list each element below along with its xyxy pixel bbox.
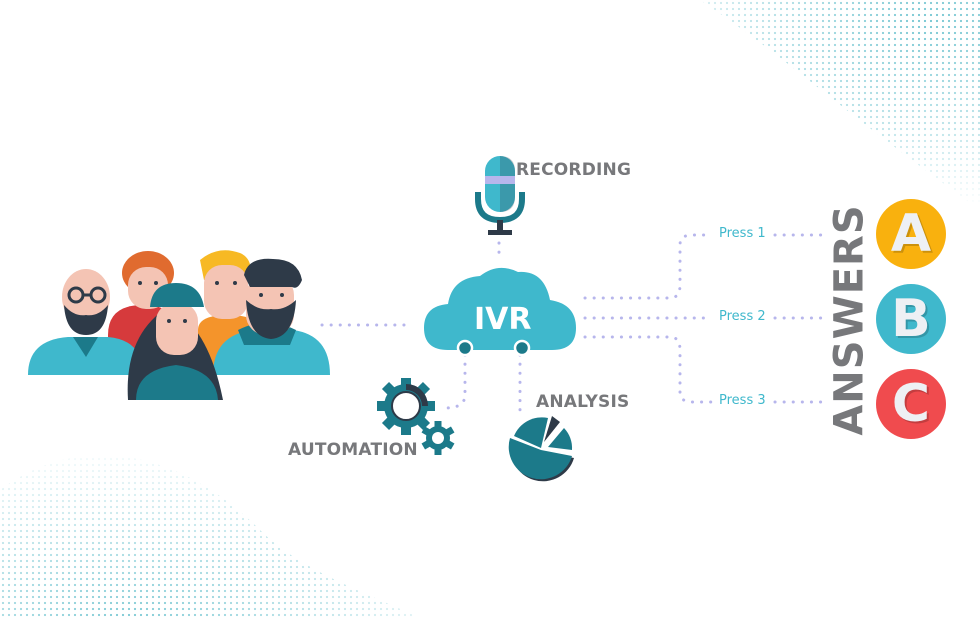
dotted-wave-background-bottom-left [0,455,420,618]
gears-icon [377,378,455,455]
ivr-cloud-icon [424,267,576,357]
pie-chart-icon [508,416,574,482]
answer-b-badge: B [876,284,946,354]
dotted-wave-background-top-right [700,0,980,210]
option-press-2: Press 2 [719,309,766,324]
automation-label: AUTOMATION [288,440,418,460]
option-press-1: Press 1 [719,226,766,241]
microphone-icon [475,156,525,235]
answer-a-letter: A [890,204,932,264]
analysis-label: ANALYSIS [536,392,630,412]
answer-c-badge: C [876,369,946,439]
recording-label: RECORDING [516,160,632,180]
answer-b-letter: B [891,289,931,349]
option-press-3: Press 3 [719,393,766,408]
answer-c-letter: C [891,374,931,434]
answer-a-badge: A [876,199,946,269]
answers-label: ANSWERS [827,204,874,436]
people-group-icon [28,250,330,400]
ivr-label: IVR [474,302,532,337]
